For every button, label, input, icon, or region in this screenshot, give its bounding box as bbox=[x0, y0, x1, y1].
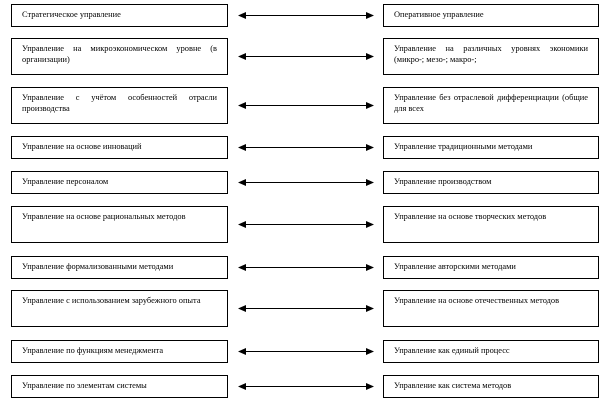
right-box-label: Управление на различных уровнях экономик… bbox=[394, 44, 588, 64]
left-box-4: Управление на основе инноваций bbox=[11, 136, 228, 159]
double-arrow-5 bbox=[238, 178, 374, 187]
right-box-label: Управление авторскими методами bbox=[394, 262, 516, 271]
right-box-label: Управление производством bbox=[394, 177, 492, 186]
left-box-3: Управление с учётом особенностей отрасли… bbox=[11, 87, 228, 124]
left-box-label: Управление по элементам системы bbox=[22, 381, 147, 390]
right-box-label: Управление на основе отечественных метод… bbox=[394, 296, 560, 305]
right-box-7: Управление авторскими методами bbox=[383, 256, 599, 279]
right-box-3: Управление без отраслевой дифференциации… bbox=[383, 87, 599, 124]
double-arrow-3 bbox=[238, 101, 374, 110]
left-box-label: Управление на основе рациональных методо… bbox=[22, 212, 186, 221]
left-box-2: Управление на микроэкономическом уровне … bbox=[11, 38, 228, 75]
right-box-label: Оперативное управление bbox=[394, 10, 484, 19]
left-box-label: Управление формализованными методами bbox=[22, 262, 174, 271]
left-box-label: Управление с использованием зарубежного … bbox=[22, 296, 201, 305]
double-arrow-9 bbox=[238, 347, 374, 356]
double-arrow-6 bbox=[238, 220, 374, 229]
right-box-label: Управление на основе творческих методов bbox=[394, 212, 547, 221]
double-arrow-8 bbox=[238, 304, 374, 313]
right-box-label: Управление как единый процесс bbox=[394, 346, 510, 355]
double-arrow-2 bbox=[238, 52, 374, 61]
left-box-label: Управление с учётом особенностей отрасли… bbox=[22, 93, 217, 113]
right-box-1: Оперативное управление bbox=[383, 4, 599, 27]
right-box-label: Управление как система методов bbox=[394, 381, 512, 390]
right-box-9: Управление как единый процесс bbox=[383, 340, 599, 363]
double-arrow-7 bbox=[238, 263, 374, 272]
left-box-8: Управление с использованием зарубежного … bbox=[11, 290, 228, 327]
left-box-10: Управление по элементам системы bbox=[11, 375, 228, 398]
double-arrow-4 bbox=[238, 143, 374, 152]
left-box-label: Стратегическое управление bbox=[22, 10, 121, 19]
left-box-9: Управление по функциям менеджмента bbox=[11, 340, 228, 363]
right-box-8: Управление на основе отечественных метод… bbox=[383, 290, 599, 327]
left-box-label: Управление по функциям менеджмента bbox=[22, 346, 164, 355]
double-arrow-10 bbox=[238, 382, 374, 391]
left-box-label: Управление персоналом bbox=[22, 177, 109, 186]
right-box-label: Управление без отраслевой дифференциации… bbox=[394, 93, 588, 113]
left-box-6: Управление на основе рациональных методо… bbox=[11, 206, 228, 243]
left-box-5: Управление персоналом bbox=[11, 171, 228, 194]
right-box-2: Управление на различных уровнях экономик… bbox=[383, 38, 599, 75]
left-box-label: Управление на микроэкономическом уровне … bbox=[22, 44, 217, 64]
right-box-5: Управление производством bbox=[383, 171, 599, 194]
right-box-6: Управление на основе творческих методов bbox=[383, 206, 599, 243]
left-box-1: Стратегическое управление bbox=[11, 4, 228, 27]
right-box-label: Управление традиционными методами bbox=[394, 142, 533, 151]
right-box-4: Управление традиционными методами bbox=[383, 136, 599, 159]
right-box-10: Управление как система методов bbox=[383, 375, 599, 398]
left-box-label: Управление на основе инноваций bbox=[22, 142, 142, 151]
double-arrow-1 bbox=[238, 11, 374, 20]
left-box-7: Управление формализованными методами bbox=[11, 256, 228, 279]
